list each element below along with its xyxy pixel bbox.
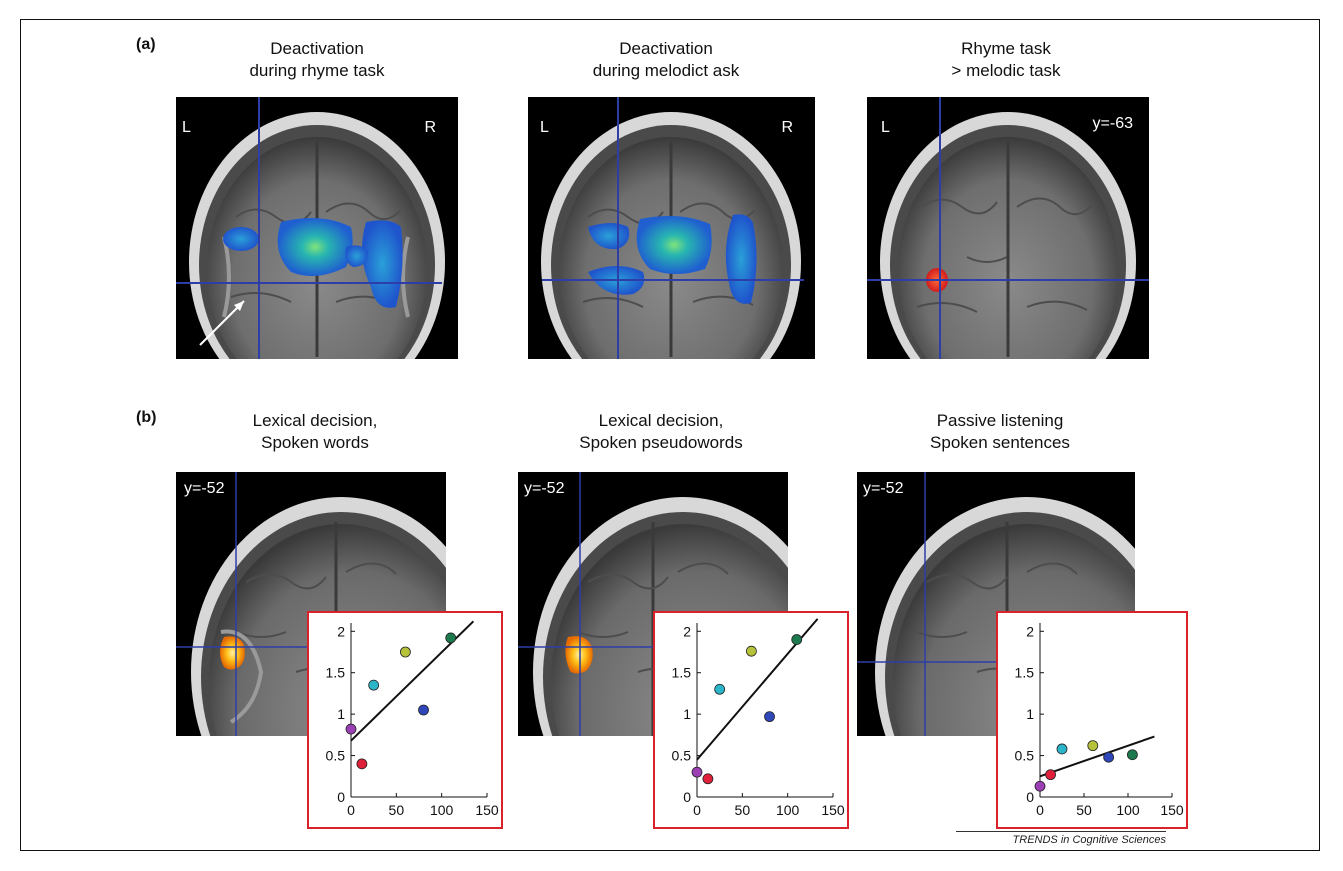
x-tick-label: 0 [1036,802,1044,818]
brain-image-a1: L R [176,97,458,359]
panel-b-label: (b) [136,409,157,426]
data-point [1126,749,1138,761]
journal-footer: TRENDS in Cognitive Sciences [956,831,1166,846]
x-tick-label: 50 [389,802,405,818]
scatter-plot-2-svg: 0 0.5 1 1.5 2 0 50 100 150 [672,618,845,818]
data-point [764,711,775,723]
data-point [1034,780,1046,792]
brain-a1-left-mark: L [182,119,191,136]
y-tick-label: 0.5 [326,748,346,764]
y-tick-label: 2 [337,623,345,639]
brain-image-a3: L y=-63 [867,97,1149,359]
y-tick-label: 1.5 [326,665,346,681]
brain-a1-right-mark: R [424,119,436,136]
y-tick-label: 2 [1026,623,1034,639]
brain-image-a2: L R [528,97,815,359]
fit-line [1039,735,1155,778]
data-point [791,634,803,645]
y-tick-label: 1 [337,706,345,722]
brain-a2-right-mark: R [781,119,793,136]
data-point [400,646,411,658]
data-point [345,723,357,735]
x-tick-label: 150 [1160,802,1184,818]
data-point [1087,740,1099,752]
x-tick-label: 150 [821,802,845,818]
data-point [418,704,429,716]
brain-a2-left-mark: L [540,119,549,136]
x-tick-label: 50 [1076,802,1092,818]
figure-frame [20,19,1320,851]
y-tick-label: 0 [1026,789,1034,805]
scatter-plot-3-svg: 0 0.5 1 1.5 2 0 50 100 150 [1015,623,1184,818]
brain-a3-left-mark: L [881,119,890,136]
scatter-plot-1-svg: 0 0.5 1 1.5 2 0 50 100 150 [326,620,499,818]
data-point [746,645,757,657]
brain-slice-a3 [867,97,1149,359]
y-tick-label: 0 [337,789,345,805]
y-tick-label: 2 [683,623,691,639]
y-tick-label: 1.5 [672,665,692,681]
brain-b2-coord: y=-52 [524,480,565,497]
brain-slice-a2 [541,97,804,359]
data-point [714,683,726,695]
x-tick-label: 0 [693,802,701,818]
data-point [356,758,368,770]
y-tick-label: 0 [683,789,691,805]
brain-b1-coord: y=-52 [184,480,225,497]
x-tick-label: 100 [1116,802,1140,818]
y-tick-label: 1 [1026,706,1034,722]
data-point [445,632,457,644]
x-tick-label: 50 [735,802,751,818]
data-point [1056,743,1068,755]
x-tick-label: 100 [430,802,454,818]
x-tick-label: 0 [347,802,355,818]
data-point [368,679,380,691]
panel-b1-title: Lexical decision,Spoken words [252,411,378,452]
y-tick-label: 1.5 [1015,665,1035,681]
panel-a3-title: Rhyme task> melodic task [951,39,1061,80]
data-point [1045,769,1056,781]
scatter-plot-3: 0 0.5 1 1.5 2 0 50 100 150 [996,611,1188,829]
x-tick-label: 150 [475,802,499,818]
brain-slice-a1 [176,97,445,359]
x-tick-label: 100 [776,802,800,818]
brain-b3-coord: y=-52 [863,480,904,497]
data-point [691,766,703,778]
scatter-plot-2: 0 0.5 1 1.5 2 0 50 100 150 [653,611,849,829]
y-tick-label: 0.5 [672,748,692,764]
y-tick-label: 0.5 [1015,748,1035,764]
panel-b2-title: Lexical decision,Spoken pseudowords [579,411,743,452]
data-point [702,773,714,785]
brain-a3-coord: y=-63 [1092,115,1133,132]
y-tick-label: 1 [683,706,691,722]
scatter-plot-1: 0 0.5 1 1.5 2 0 50 100 150 [307,611,503,829]
data-point [1103,751,1115,763]
panel-a-label: (a) [136,36,156,53]
